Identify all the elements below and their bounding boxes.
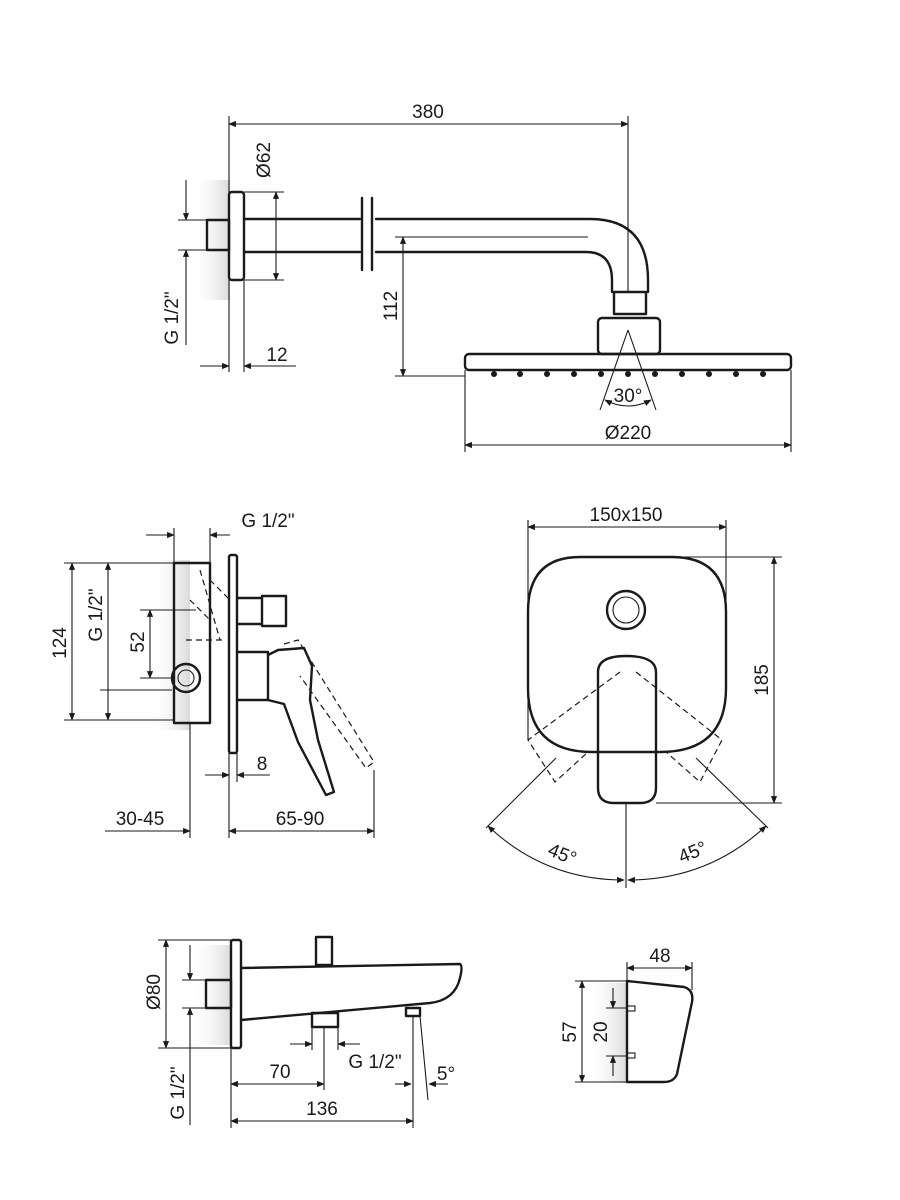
top-thread-label: G 1/2" xyxy=(241,511,294,532)
wall-shading xyxy=(190,180,230,300)
diverter-position-label: 70 xyxy=(269,1062,290,1083)
right-rotation-label: 45° xyxy=(676,838,711,868)
rotation-line-right xyxy=(695,757,769,829)
handle-base xyxy=(235,650,270,702)
rotation-arc-left xyxy=(487,825,625,884)
spray-angle-line-right xyxy=(627,329,657,411)
head-connector xyxy=(596,316,662,356)
arm-length-label: 380 xyxy=(412,102,444,123)
holder-view: 48 57 20 xyxy=(560,946,694,1084)
drop-height-label: 112 xyxy=(381,291,402,321)
shower-head-plate xyxy=(463,352,793,372)
plate-size-label: 150x150 xyxy=(590,505,663,526)
spout-inlet xyxy=(204,978,233,1010)
wall-shading xyxy=(150,560,190,730)
port-circle-inner xyxy=(177,669,195,687)
wall-offset-label: 12 xyxy=(266,345,287,366)
projection-label: 65-90 xyxy=(276,809,325,830)
outlet-angled xyxy=(419,1015,429,1101)
lever-front xyxy=(596,654,658,805)
diverter-button xyxy=(605,589,647,631)
spout-view: Ø80 G 1/2" 70 G 1/2" 5° 136 xyxy=(144,935,463,1128)
screw-spacing-label: 20 xyxy=(591,1021,612,1042)
nozzle-row xyxy=(491,371,766,377)
wall-flange xyxy=(227,190,246,282)
spout-length-label: 136 xyxy=(306,1099,338,1120)
rotation-arc-right xyxy=(627,825,767,884)
thread-label: G 1/2" xyxy=(162,291,183,344)
port-spacing-label: 52 xyxy=(128,631,149,652)
cover-plate-front xyxy=(526,555,728,754)
outlet-angle-label: 5° xyxy=(437,1064,455,1085)
holder-body xyxy=(625,979,694,1084)
spout-outlet xyxy=(404,1006,422,1018)
holder-height-label: 57 xyxy=(560,1021,581,1042)
cover-plate xyxy=(227,553,239,755)
shower-arm xyxy=(242,217,650,294)
diverter-button-inner xyxy=(612,596,640,624)
spray-angle-line-left xyxy=(599,329,629,411)
flange-diameter-label: Ø62 xyxy=(254,142,275,178)
embed-depth-label: 30-45 xyxy=(116,809,165,830)
rotation-line-left xyxy=(485,757,557,829)
bottom-outlet xyxy=(310,1011,340,1029)
outlet-thread-label: G 1/2" xyxy=(348,1052,401,1073)
spray-angle-arc xyxy=(604,399,652,407)
shower-head-view: 30° 380 Ø62 G 1/2" 12 112 Ø220 xyxy=(162,102,793,452)
spout-flange-diameter-label: Ø80 xyxy=(144,974,165,1010)
lever-rotated-positions xyxy=(527,671,723,783)
spray-angle-label: 30° xyxy=(614,386,643,407)
lever-alt-position xyxy=(283,639,375,769)
wall-thread-label: G 1/2" xyxy=(168,1066,189,1119)
wall-shading xyxy=(586,983,628,1083)
mixer-side-view: G 1/2" 124 G 1/2" 52 8 30-45 65-90 xyxy=(50,511,375,838)
plate-thickness-label: 8 xyxy=(257,754,268,775)
hidden-lines xyxy=(186,569,231,641)
shower-arm-lower xyxy=(242,250,614,294)
inlet-stub xyxy=(260,594,288,628)
diverter-knob xyxy=(314,935,334,967)
inlet-thread-label: G 1/2" xyxy=(86,588,107,641)
lever-handle xyxy=(266,646,336,797)
wall-shading xyxy=(190,945,232,1045)
spout-body xyxy=(239,962,463,1022)
left-rotation-label: 45° xyxy=(545,840,580,870)
body-height-label: 124 xyxy=(50,627,71,659)
mixer-front-view: 150x150 185 45° 45° xyxy=(485,505,782,888)
holder-depth-label: 48 xyxy=(649,946,670,967)
head-diameter-label: Ø220 xyxy=(605,423,651,444)
valve-body xyxy=(172,561,212,725)
swivel-nut xyxy=(612,290,648,316)
spout-flange xyxy=(229,938,243,1050)
plate-height-label: 185 xyxy=(752,664,773,696)
